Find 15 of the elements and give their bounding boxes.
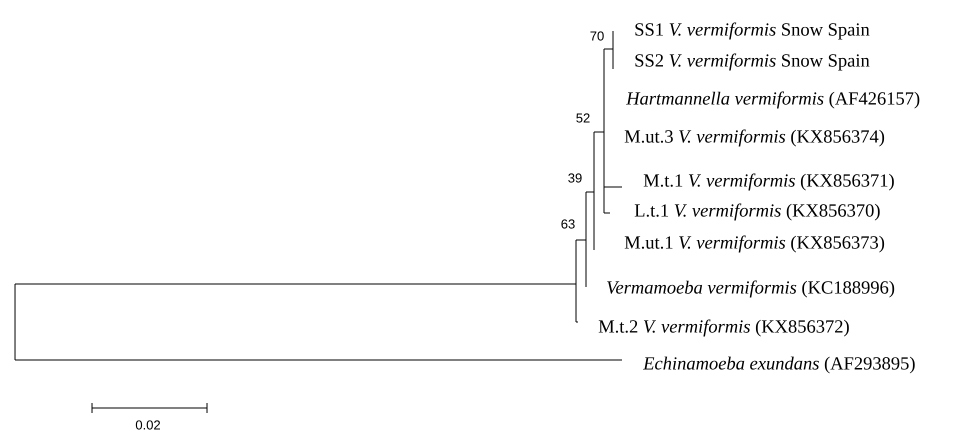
taxon-label: Vermamoeba vermiformis (KC188996) xyxy=(607,280,894,298)
taxon-label: Hartmannella vermiformis (AF426157) xyxy=(626,92,920,108)
taxon-label: M.ut.3 V. vermiformis (KX856374) xyxy=(624,130,884,146)
taxon-label: SS1 V. vermiformis Snow Spain xyxy=(635,22,870,40)
bootstrap-value: 63 xyxy=(561,219,575,229)
taxon-label: M.t.1 V. vermiformis (KX856371) xyxy=(644,174,894,190)
taxon-label: M.t.2 V. vermiformis (KX856372) xyxy=(598,320,849,336)
bootstrap-value: 70 xyxy=(590,31,604,41)
bootstrap-value: 52 xyxy=(576,113,590,123)
taxon-label: SS2 V. vermiformis Snow Spain xyxy=(635,54,870,70)
bootstrap-value: 39 xyxy=(568,173,582,183)
taxon-label: L.t.1 V. vermiformis (KX856370) xyxy=(634,204,880,220)
taxon-label: M.ut.1 V. vermiformis (KX856373) xyxy=(624,236,884,252)
scale-label: 0.02 xyxy=(136,420,160,430)
taxon-label: Echinamoeba exundans (AF293895) xyxy=(642,356,915,374)
